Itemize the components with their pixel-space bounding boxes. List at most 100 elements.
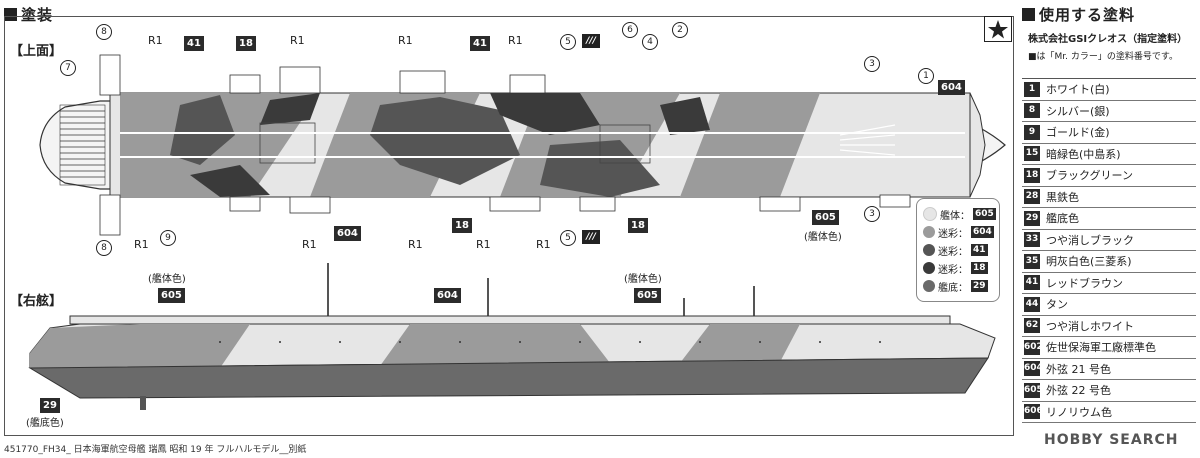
callout-1: 1 xyxy=(918,68,934,84)
paint-row: 15 暗緑色(中島系) xyxy=(1022,144,1196,165)
paint-code-18: 18 xyxy=(452,218,472,233)
r1-label: R1 xyxy=(508,34,523,47)
square-bullet-icon xyxy=(1022,8,1035,21)
r1-label: R1 xyxy=(290,34,305,47)
paint-name: つや消しブラック xyxy=(1046,233,1134,247)
legend-swatch xyxy=(923,244,935,256)
paint-row: 9 ゴールド(金) xyxy=(1022,122,1196,144)
legend-row: 艦底： 29 xyxy=(923,279,988,294)
callout-8: 8 xyxy=(96,24,112,40)
paint-code: 29 xyxy=(1024,210,1040,226)
legend-row: 迷彩： 604 xyxy=(923,225,994,240)
paint-row: 28 黒鉄色 xyxy=(1022,187,1196,208)
paint-code: 41 xyxy=(1024,275,1040,291)
paint-name: ホワイト(白) xyxy=(1046,83,1110,97)
paint-code-604: 604 xyxy=(434,288,461,303)
paint-name: ブラックグリーン xyxy=(1046,169,1134,183)
paint-name: 黒鉄色 xyxy=(1046,190,1079,204)
callout-7: 7 xyxy=(60,60,76,76)
paint-row: 62 つや消しホワイト xyxy=(1022,316,1196,337)
paint-name: つや消しホワイト xyxy=(1046,319,1134,333)
paint-note: ■は「Mr. カラー」の塗料番号です。 xyxy=(1028,52,1178,62)
paint-row: 18 ブラックグリーン xyxy=(1022,165,1196,187)
callout-3: 3 xyxy=(864,206,880,222)
paints-used-section-title: 使用する塗料 xyxy=(1022,6,1135,24)
paint-code: 35 xyxy=(1024,253,1040,269)
paint-code: 1 xyxy=(1024,81,1040,97)
paint-row: 1 ホワイト(白) xyxy=(1022,79,1196,101)
paint-code-605: 605 xyxy=(812,210,839,225)
flag-marker-icon: /// xyxy=(582,230,600,244)
callout-3: 3 xyxy=(864,56,880,72)
top-view-ship-drawing xyxy=(39,54,1006,236)
paint-row: 33 つや消しブラック xyxy=(1022,230,1196,251)
square-bullet-icon xyxy=(4,8,17,21)
starboard-view-title: 【右舷】 xyxy=(10,294,63,309)
callout-9: 9 xyxy=(160,230,176,246)
paint-code: 15 xyxy=(1024,146,1040,162)
paint-name: 明灰白色(三菱系) xyxy=(1046,255,1132,269)
paint-code: 9 xyxy=(1024,124,1040,140)
r1-label: R1 xyxy=(408,238,423,251)
paint-code: 605 xyxy=(1024,382,1043,398)
starboard-view-ship-drawing xyxy=(28,263,996,410)
r1-label: R1 xyxy=(476,238,491,251)
paint-row: 35 明灰白色(三菱系) xyxy=(1022,251,1196,273)
r1-label: R1 xyxy=(302,238,317,251)
paint-code-604: 604 xyxy=(938,80,965,95)
paint-code: 62 xyxy=(1024,318,1040,334)
paint-code-18: 18 xyxy=(236,36,256,51)
watermark: HOBBY SEARCH xyxy=(1044,432,1179,448)
paint-code: 606 xyxy=(1024,404,1043,420)
paint-code-29: 29 xyxy=(40,398,60,413)
callout-6: 6 xyxy=(622,22,638,38)
paint-code-41: 41 xyxy=(184,36,204,51)
paint-name: 艦底色 xyxy=(1046,212,1079,226)
paint-name: 暗緑色(中島系) xyxy=(1046,147,1121,161)
r1-label: R1 xyxy=(148,34,163,47)
paint-name: 外弦 22 号色 xyxy=(1046,384,1111,398)
paint-row: 29 艦底色 xyxy=(1022,208,1196,230)
star-icon xyxy=(988,20,1008,39)
paint-code: 604 xyxy=(1024,361,1043,377)
paint-code-605: 605 xyxy=(634,288,661,303)
legend-row: 艦体： 605 xyxy=(923,207,996,222)
paint-name: リノリウム色 xyxy=(1046,405,1112,419)
r1-label: R1 xyxy=(398,34,413,47)
paint-code: 33 xyxy=(1024,232,1040,248)
paint-name: 佐世保海軍工廠標準色 xyxy=(1046,341,1156,355)
paint-code: 602 xyxy=(1024,339,1043,355)
painting-section-title: 塗装 xyxy=(4,6,53,24)
paint-name: レッドブラウン xyxy=(1046,276,1123,290)
paint-code: 44 xyxy=(1024,296,1040,312)
drawing-frame xyxy=(4,16,1014,436)
paint-code: 28 xyxy=(1024,189,1040,205)
paint-code: 18 xyxy=(1024,167,1040,183)
legend-swatch xyxy=(923,262,935,274)
star-badge xyxy=(984,16,1012,42)
r1-label: R1 xyxy=(536,238,551,251)
legend-swatch xyxy=(923,207,937,221)
paint-name: ゴールド(金) xyxy=(1046,126,1110,140)
paint-code-18: 18 xyxy=(628,218,648,233)
paint-row: 41 レッドブラウン xyxy=(1022,273,1196,294)
hull-color-note: (艦体色) xyxy=(804,232,842,243)
paint-code-605: 605 xyxy=(158,288,185,303)
paint-code: 8 xyxy=(1024,103,1040,119)
callout-5: 5 xyxy=(560,34,576,50)
legend-row: 迷彩： 18 xyxy=(923,261,988,276)
legend-row: 迷彩： 41 xyxy=(923,243,988,258)
r1-label: R1 xyxy=(134,238,149,251)
paint-code-41: 41 xyxy=(470,36,490,51)
footer-caption: 451770_FH34_ 日本海軍航空母艦 瑞鳳 昭和 19 年 フルハルモデル… xyxy=(4,445,307,455)
callout-5: 5 xyxy=(560,230,576,246)
hull-color-note: (艦体色) xyxy=(624,274,662,285)
color-legend: 艦体： 605 迷彩： 604 迷彩： 41 迷彩： 18 艦底： 29 xyxy=(916,198,1000,302)
paint-code-604: 604 xyxy=(334,226,361,241)
